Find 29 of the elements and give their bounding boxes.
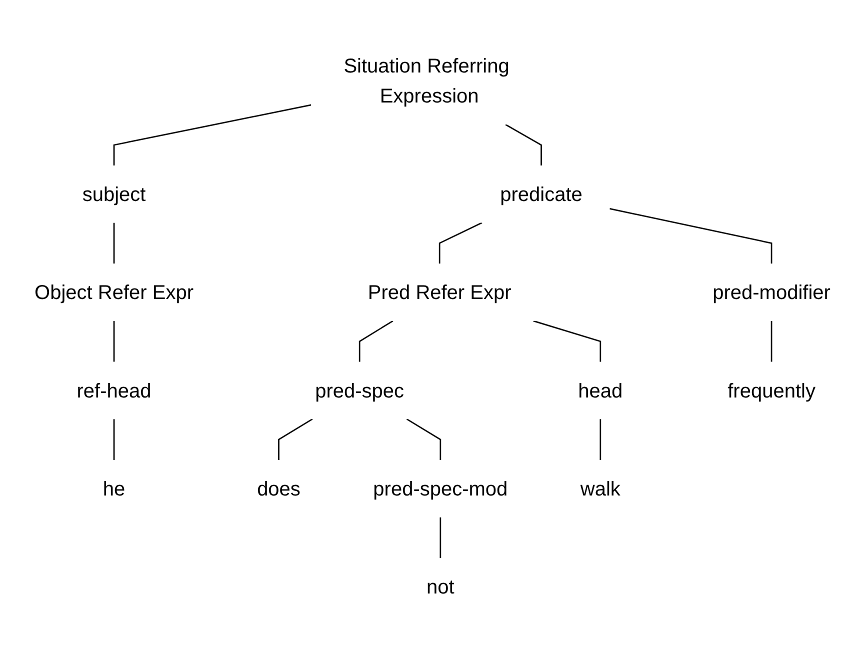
node-text: frequently xyxy=(728,378,816,402)
connector xyxy=(358,320,394,362)
node-text: pred-modifier xyxy=(712,280,830,304)
connector xyxy=(438,222,482,264)
connector xyxy=(406,418,442,460)
connector xyxy=(440,516,442,558)
node-text: pred-spec-mod xyxy=(373,476,508,500)
node-text: he xyxy=(102,476,126,500)
node-text: predicate xyxy=(500,182,582,206)
connector xyxy=(770,320,772,362)
connector xyxy=(113,222,115,264)
node-text: Object Refer Expr xyxy=(34,280,194,304)
node-text: pred-spec xyxy=(315,378,404,402)
node-text: subject xyxy=(82,182,146,206)
node-text: not xyxy=(426,575,454,598)
connector xyxy=(533,320,602,362)
connector xyxy=(113,320,115,362)
connector xyxy=(278,418,313,460)
connector xyxy=(505,124,542,166)
connector xyxy=(113,104,312,166)
node-text: Pred Refer Expr xyxy=(368,280,512,304)
node-text: head xyxy=(578,378,623,402)
node-text: does xyxy=(257,476,300,500)
connector xyxy=(113,418,115,460)
node-text: Situation Referring Expression xyxy=(344,54,510,107)
node-text: ref-head xyxy=(76,378,152,402)
connector xyxy=(610,208,772,264)
connector xyxy=(600,418,602,460)
node-text: walk xyxy=(580,476,620,500)
